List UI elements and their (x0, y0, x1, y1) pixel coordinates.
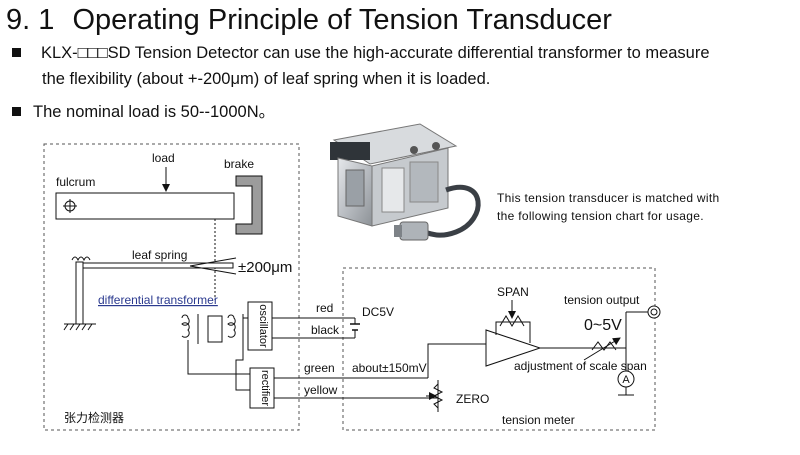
differential-transformer-label: differential transformer (98, 293, 218, 307)
oscillator-block (247, 301, 273, 351)
zero-label: ZERO (456, 392, 489, 406)
coil-right-icon (227, 314, 236, 338)
deflection-line-up (189, 257, 237, 267)
bullet-item-2: The nominal load is 50--1000N。 (12, 98, 275, 122)
photo-caption-line-2: the following tension chart for usage. (497, 209, 704, 223)
amplifier-icon (485, 329, 542, 367)
wire-green-label: green (304, 361, 335, 375)
wire-black-label: black (311, 323, 340, 337)
output-terminal-icon (647, 305, 661, 319)
leaf-spring (82, 262, 234, 269)
tension-meter-box (342, 267, 656, 431)
wire-red-label: red (316, 301, 333, 315)
spring-coil-icon (71, 256, 91, 262)
photo-cable (423, 185, 481, 238)
tension-output-label: tension output (564, 293, 640, 307)
square-bullet-icon (12, 48, 21, 57)
oscillator-label: oscillator (257, 304, 269, 348)
deflection-line-down (189, 265, 237, 275)
transformer-core (207, 315, 223, 343)
ammeter-symbol: A (622, 374, 630, 386)
tension-meter-label: tension meter (502, 413, 575, 427)
bullet-2-line-1: The nominal load is 50--1000N。 (33, 103, 276, 121)
leaf-spring-label: leaf spring (132, 248, 187, 262)
brake-shape (235, 175, 263, 235)
spring-support (75, 261, 84, 325)
coil-left-icon (181, 314, 190, 338)
section-number: 9. 1 (6, 4, 55, 36)
rectifier-label: rectifier (259, 370, 271, 406)
lever-beam (55, 192, 235, 220)
span-resistor-icon (499, 315, 525, 327)
ground-hatch-icon (63, 323, 93, 331)
fulcrum-pivot-icon (63, 199, 77, 213)
detector-box-label: 张力检测器 (64, 410, 124, 425)
span-label: SPAN (497, 285, 529, 299)
square-bullet-icon (12, 107, 21, 116)
bullet-1-line-2: the flexibility (about +-200μm) of leaf … (42, 70, 491, 88)
transducer-photo (330, 123, 481, 241)
rectifier-block (249, 367, 275, 409)
load-label: load (152, 151, 175, 165)
page-title: 9. 1 Operating Principle of Tension Tran… (6, 4, 612, 37)
section-title: Operating Principle of Tension Transduce… (72, 4, 612, 36)
scale-adjust-label: adjustment of scale span (514, 359, 647, 373)
brake-label: brake (224, 157, 254, 171)
ammeter-icon (617, 370, 635, 388)
supply-label: DC5V (362, 305, 394, 319)
output-range-label: 0~5V (584, 317, 622, 334)
signal-label: about±150mV (352, 361, 427, 375)
bullet-item-1: KLX-□□□SD Tension Detector can use the h… (12, 44, 710, 63)
photo-caption-line-1: This tension transducer is matched with (497, 191, 719, 205)
wire-yellow-label: yellow (304, 383, 338, 397)
photo-connector (399, 221, 429, 241)
photo-top-plate (330, 142, 370, 160)
bullet-1-line-1: KLX-□□□SD Tension Detector can use the h… (41, 44, 710, 62)
deflection-label: ±200μm (238, 259, 292, 276)
detector-box (43, 143, 300, 431)
fulcrum-label: fulcrum (56, 175, 95, 189)
